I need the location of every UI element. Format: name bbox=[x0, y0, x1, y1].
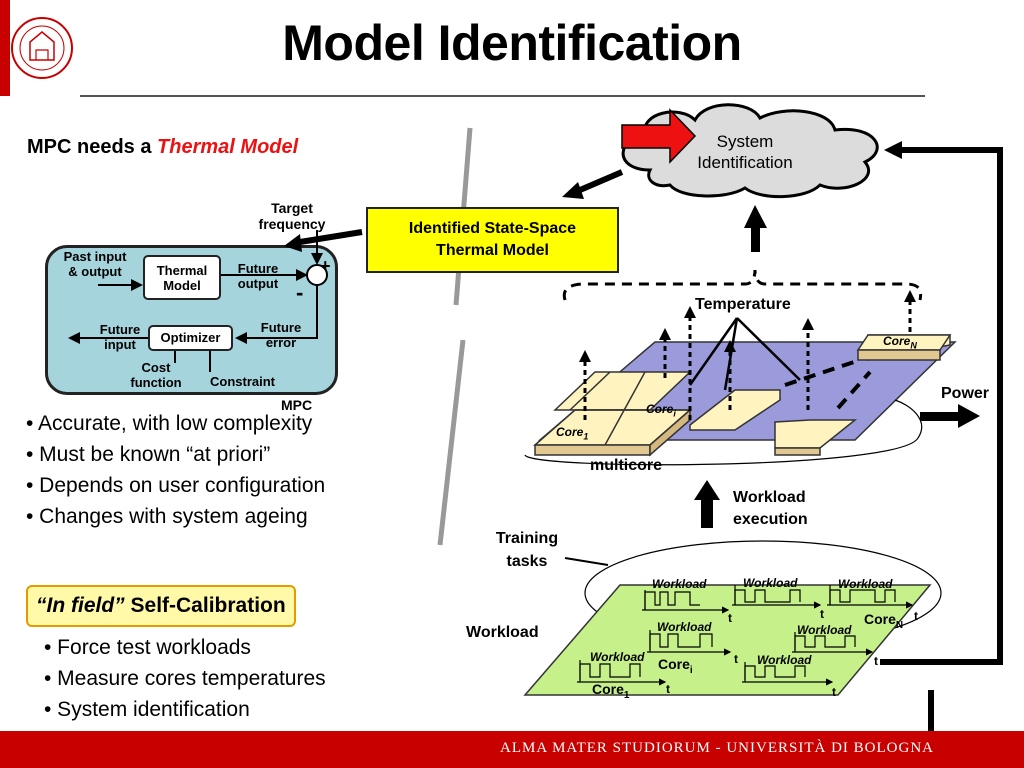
university-seal-logo bbox=[0, 0, 78, 96]
time-axis-label: t bbox=[914, 609, 918, 623]
list-item: • Changes with system ageing bbox=[26, 505, 308, 528]
subtitle-prefix: MPC needs a bbox=[27, 136, 158, 158]
workload-chart-label: Workload bbox=[757, 653, 812, 667]
list-item: • Must be known “at priori” bbox=[26, 443, 271, 466]
plus-sign: + bbox=[320, 256, 331, 276]
core-1-label: Core1 bbox=[556, 425, 589, 442]
mpc-label: MPC bbox=[281, 397, 313, 413]
core-i-label: Corei bbox=[646, 402, 676, 419]
workload-chart-label: Workload bbox=[657, 620, 712, 634]
model-to-mpc-arrow bbox=[299, 229, 363, 245]
calibration-steps-list: • Force test workloads • Measure cores t… bbox=[44, 632, 326, 725]
time-axis-label: t bbox=[832, 685, 836, 699]
time-axis-label: t bbox=[728, 611, 732, 625]
core-n-label: CoreN bbox=[883, 334, 917, 351]
requirements-list: • Accurate, with low complexity • Must b… bbox=[26, 408, 325, 532]
power-label: Power bbox=[941, 385, 990, 402]
core-chips bbox=[533, 334, 952, 457]
workload-core-n-label: CoreN bbox=[864, 611, 904, 631]
temperature-label: Temperature bbox=[695, 296, 791, 313]
past-input-label: Past input& output bbox=[63, 249, 127, 279]
list-item: • System identification bbox=[44, 698, 250, 721]
workload-chart-label: Workload bbox=[590, 650, 645, 664]
workload-label: Workload bbox=[466, 624, 539, 641]
subtitle-emphasis: Thermal Model bbox=[157, 136, 299, 158]
mpc-wiring bbox=[68, 230, 328, 372]
title-divider bbox=[80, 95, 925, 97]
red-pointer-arrow bbox=[621, 108, 697, 164]
list-item: • Depends on user configuration bbox=[26, 474, 326, 497]
list-item: • Accurate, with low complexity bbox=[26, 412, 313, 435]
workload-chart-label: Workload bbox=[797, 623, 852, 637]
list-item: • Force test workloads bbox=[44, 636, 251, 659]
subtitle: MPC needs a Thermal Model bbox=[27, 136, 298, 159]
list-item: • Measure cores temperatures bbox=[44, 667, 326, 690]
workload-chart-label: Workload bbox=[743, 576, 798, 590]
time-axis-label: t bbox=[734, 652, 738, 666]
self-calibration-box: “In field” Self-Calibration bbox=[26, 585, 296, 627]
time-axis-label: t bbox=[874, 654, 878, 668]
workload-core-i-label: Corei bbox=[658, 656, 693, 676]
time-axis-label: t bbox=[666, 682, 670, 696]
multicore-label: multicore bbox=[590, 457, 663, 474]
footer-text: ALMA MATER STUDIORUM - UNIVERSITÀ DI BOL… bbox=[500, 740, 934, 756]
workload-core-1-label: Core1 bbox=[592, 681, 630, 701]
workload-platform bbox=[523, 584, 932, 696]
workload-chart-label: Workload bbox=[838, 577, 893, 591]
optimizer-box: Optimizer bbox=[148, 325, 233, 351]
minus-sign: - bbox=[296, 280, 304, 305]
footer-bar bbox=[0, 731, 1024, 768]
time-axis-label: t bbox=[820, 607, 824, 621]
workload-chart-label: Workload bbox=[652, 577, 707, 591]
page-title: Model Identification bbox=[282, 15, 742, 71]
constraint-label: Constraint bbox=[210, 374, 275, 389]
